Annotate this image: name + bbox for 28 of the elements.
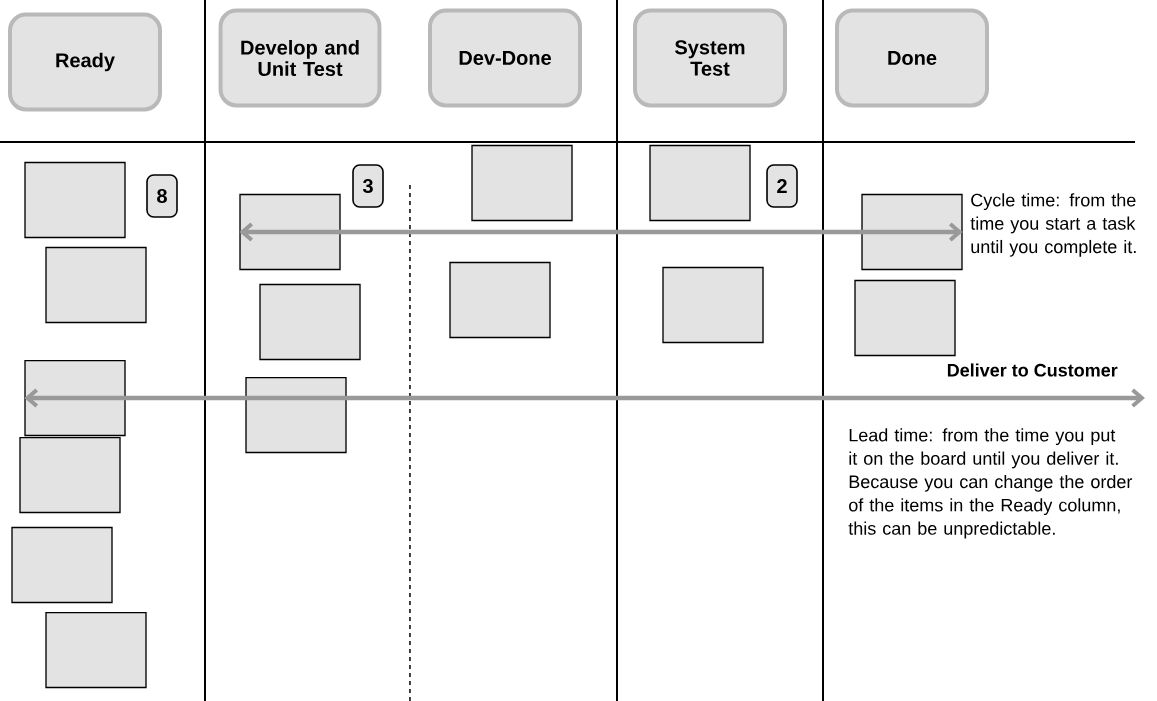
sticky-note [19,436,121,514]
column-header-box: System Test [633,8,787,108]
sticky-note [649,144,751,222]
column-header-box: Ready [8,12,162,112]
wip-limit-badge: 2 [766,164,798,208]
annotation-heading: Deliver to Customer [947,363,1118,377]
sticky-note [245,376,347,454]
sticky-note [471,144,573,222]
annotation-text: Lead time: from the time you put it on the board until you deliver it. Because you can change the order of the items in the Ready column, this can be unpredictable. [848,428,1133,539]
column-header-box: Develop and Unit Test [218,8,382,108]
sticky-note [11,526,113,604]
column-header-box: Done [835,8,989,108]
sticky-note [239,193,341,271]
sticky-note [24,161,126,239]
sticky-note [45,611,147,689]
sticky-note [45,246,147,324]
sticky-note [861,193,963,271]
sticky-note [259,283,361,361]
annotation-text: Cycle time: from the time you start a task until you complete it. [970,193,1136,257]
wip-limit-badge: 3 [352,164,384,208]
wip-limit-badge: 8 [146,174,178,218]
sticky-note [854,279,956,357]
double-arrow [24,388,1145,408]
sticky-note [662,266,764,344]
sticky-note [24,359,126,437]
column-header-box: Dev-Done [428,8,582,108]
sticky-note [449,261,551,339]
double-arrow [239,222,963,242]
